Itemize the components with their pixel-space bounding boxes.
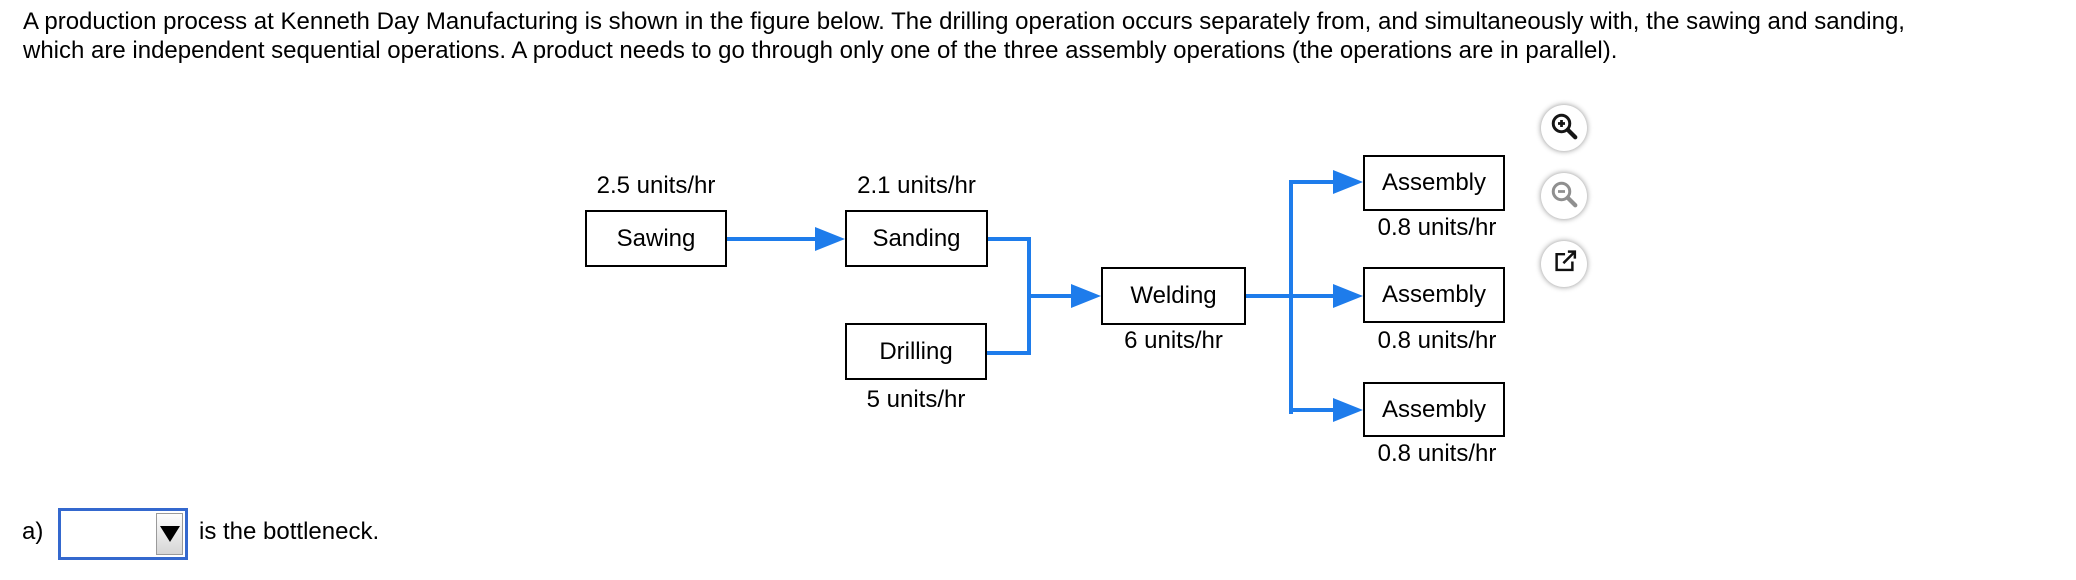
zoom-out-button[interactable] — [1541, 173, 1587, 219]
connector-drilling-out — [987, 351, 1031, 355]
rate-assembly-3: 0.8 units/hr — [1377, 440, 1497, 467]
node-assembly-3: Assembly — [1363, 382, 1505, 437]
arrowhead-into-sanding — [815, 227, 845, 251]
caret-down-icon — [159, 526, 180, 542]
connector-into-welding — [1029, 294, 1073, 298]
arrowhead-into-assembly-3 — [1333, 398, 1363, 422]
arrowhead-into-welding — [1071, 284, 1101, 308]
node-assembly-2-label: Assembly — [1381, 281, 1487, 308]
connector-into-assembly-3 — [1291, 408, 1335, 412]
rate-welding: 6 units/hr — [1124, 327, 1223, 354]
connector-into-assembly-2 — [1291, 294, 1335, 298]
open-in-new-window-button[interactable] — [1541, 241, 1587, 287]
rate-sawing: 2.5 units/hr — [596, 172, 716, 199]
node-assembly-1-label: Assembly — [1381, 169, 1487, 196]
node-sawing: Sawing — [585, 210, 727, 267]
connector-sanding-out — [988, 237, 1031, 241]
question-label: a) — [22, 518, 44, 545]
arrowhead-into-assembly-1 — [1333, 170, 1363, 194]
node-drilling: Drilling — [845, 323, 987, 380]
external-link-icon — [1551, 248, 1578, 280]
node-welding-label: Welding — [1130, 282, 1217, 309]
node-sanding: Sanding — [845, 210, 988, 267]
zoom-out-icon — [1549, 179, 1579, 214]
rate-sanding: 2.1 units/hr — [857, 172, 976, 199]
connector-welding-out — [1246, 294, 1293, 298]
node-sawing-label: Sawing — [616, 224, 696, 252]
rate-drilling: 5 units/hr — [866, 386, 966, 413]
question-suffix: is the bottleneck. — [199, 518, 380, 545]
connector-sawing-sanding — [727, 237, 817, 241]
node-welding: Welding — [1101, 267, 1246, 325]
node-drilling-label: Drilling — [879, 337, 953, 365]
node-assembly-2: Assembly — [1363, 267, 1505, 323]
arrowhead-into-assembly-2 — [1333, 284, 1363, 308]
question-intro: A production process at Kenneth Day Manu… — [23, 7, 1905, 65]
node-assembly-3-label: Assembly — [1381, 395, 1487, 423]
intro-line-2: which are independent sequential operati… — [23, 37, 1618, 64]
dropdown-arrow-button[interactable] — [156, 513, 183, 555]
node-sanding-label: Sanding — [872, 224, 961, 252]
bottleneck-dropdown[interactable] — [58, 508, 188, 560]
rate-assembly-1: 0.8 units/hr — [1377, 214, 1497, 241]
node-assembly-1: Assembly — [1363, 155, 1505, 211]
zoom-in-icon — [1549, 111, 1579, 146]
intro-line-1: A production process at Kenneth Day Manu… — [23, 8, 1905, 35]
connector-into-assembly-1 — [1291, 180, 1335, 184]
zoom-in-button[interactable] — [1541, 105, 1587, 151]
rate-assembly-2: 0.8 units/hr — [1377, 327, 1497, 354]
